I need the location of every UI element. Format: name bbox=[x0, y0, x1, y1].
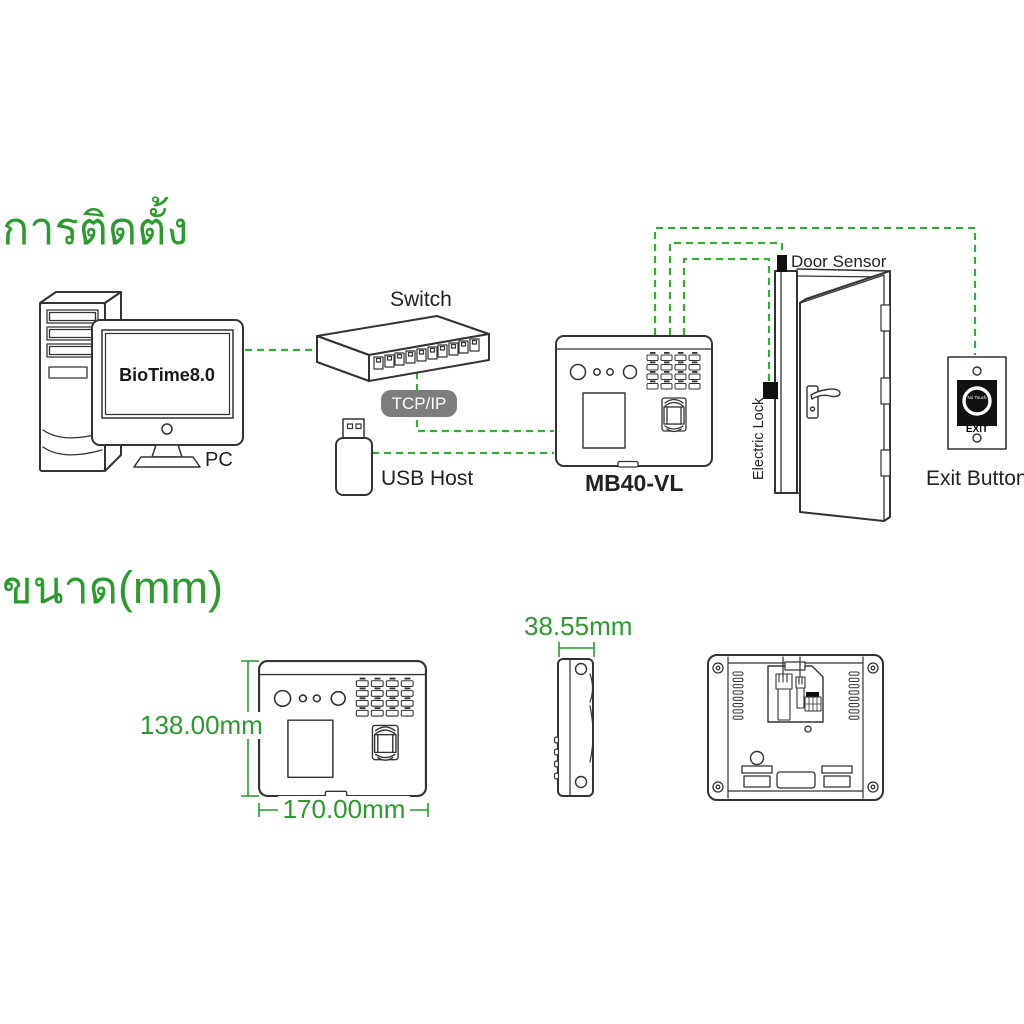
monitor-stand bbox=[151, 444, 183, 458]
pc-illustration bbox=[39, 291, 244, 472]
screw-hole bbox=[972, 366, 982, 376]
installation-title: การติดตั้ง bbox=[2, 203, 189, 254]
connection-switch-tcpip-device bbox=[415, 372, 554, 433]
door-hinge bbox=[880, 449, 891, 477]
switch-illustration bbox=[316, 315, 490, 382]
pc-monitor bbox=[91, 319, 244, 468]
device-model-label: MB40-VL bbox=[585, 470, 684, 496]
connection-device-door-sensor bbox=[668, 241, 784, 335]
mounting-slots bbox=[741, 765, 853, 789]
mb40-device bbox=[556, 336, 712, 467]
door-sensor-marker bbox=[777, 255, 787, 272]
door-sensor-label: Door Sensor bbox=[791, 252, 887, 271]
switch-label: Switch bbox=[390, 288, 452, 311]
exit-text: EXIT bbox=[965, 424, 989, 435]
connection-device-exit-button bbox=[653, 226, 977, 355]
usb-drive bbox=[335, 418, 373, 496]
dim-back-view bbox=[707, 654, 884, 801]
exit-button-label: Exit Button bbox=[926, 467, 1024, 490]
dim-front-view bbox=[259, 661, 426, 797]
exit-button-illustration bbox=[947, 356, 1007, 450]
corner-screws bbox=[712, 662, 879, 793]
dim-side-view bbox=[553, 658, 594, 797]
dim-depth-value: 38.55mm bbox=[524, 611, 633, 641]
pc-label: PC bbox=[205, 449, 233, 471]
electric-lock-marker bbox=[763, 382, 778, 399]
door-hinge bbox=[880, 304, 891, 332]
monitor-power-button bbox=[161, 423, 173, 435]
door-panel bbox=[799, 270, 891, 522]
tcpip-badge: TCP/IP bbox=[381, 390, 457, 417]
connection-device-electric-lock bbox=[682, 257, 771, 381]
pc-screen-text: BioTime8.0 bbox=[119, 364, 215, 385]
screw-hole bbox=[972, 433, 982, 443]
dimensions-title: ขนาด(mm) bbox=[2, 562, 223, 613]
dim-width-value: 170.00mm bbox=[278, 795, 410, 824]
dim-height-value: 138.00mm bbox=[138, 710, 265, 740]
door-hinge bbox=[880, 377, 891, 405]
usb-host-label: USB Host bbox=[381, 467, 474, 490]
no-touch-text: No Touch bbox=[967, 395, 987, 400]
wiring-compartment bbox=[767, 656, 824, 723]
door-illustration bbox=[763, 255, 891, 522]
door-handle bbox=[806, 385, 841, 419]
connection-lines bbox=[245, 226, 977, 455]
dim-depth-line bbox=[558, 642, 595, 657]
electric-lock-label: Electric Lock bbox=[751, 397, 767, 480]
